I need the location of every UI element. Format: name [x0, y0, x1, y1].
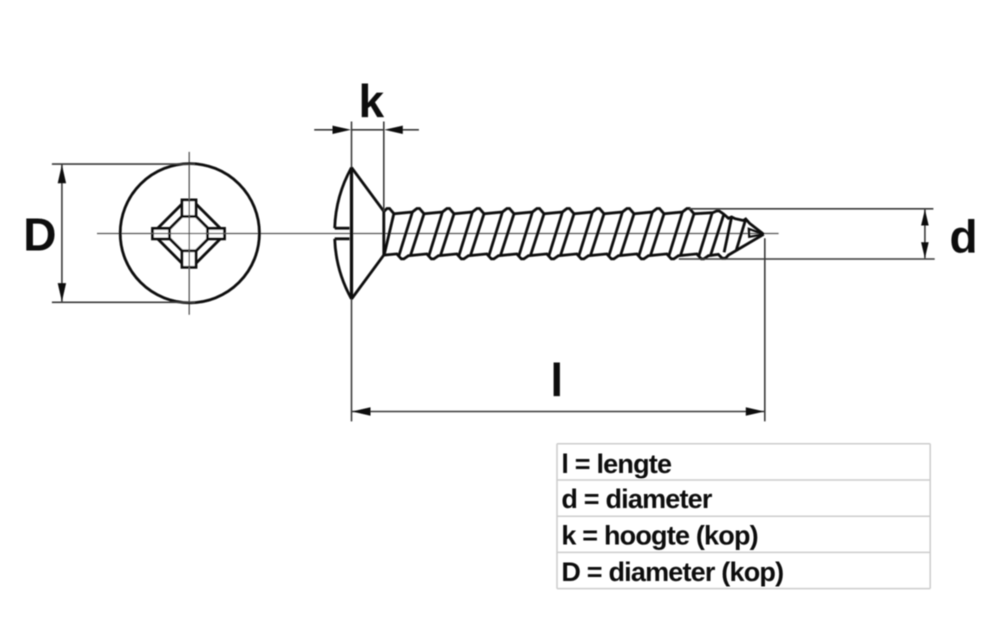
- svg-text:D: D: [23, 209, 56, 261]
- svg-text:l = lengte: l = lengte: [561, 449, 672, 479]
- svg-text:d: d: [950, 211, 978, 263]
- svg-text:k: k: [359, 75, 385, 127]
- svg-text:d = diameter: d = diameter: [561, 484, 713, 514]
- svg-text:D = diameter (kop): D = diameter (kop): [561, 557, 783, 587]
- svg-text:k = hoogte (kop): k = hoogte (kop): [561, 520, 757, 550]
- svg-text:l: l: [550, 354, 563, 406]
